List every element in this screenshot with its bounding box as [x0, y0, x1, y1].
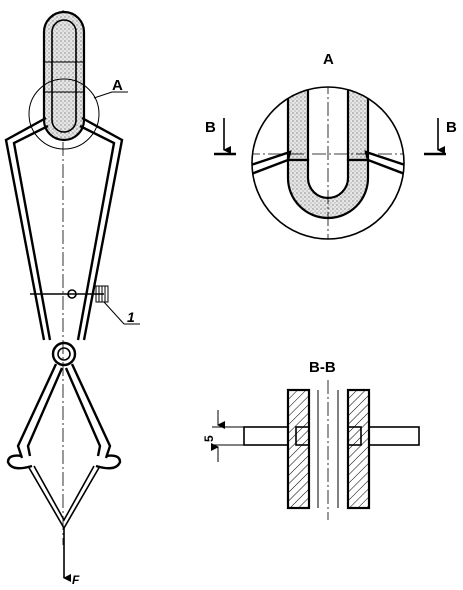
detail-right-leg — [346, 87, 370, 162]
detail-a-leader — [93, 91, 113, 99]
specimen-outer — [42, 10, 86, 142]
detail-a-title: A — [323, 51, 334, 68]
section-mark-right-label: B — [446, 119, 457, 136]
part-1-leader — [103, 301, 125, 325]
left-upper-arm-inner — [12, 124, 52, 341]
lower-arm-b-outer — [70, 363, 112, 459]
section-left-notch — [295, 426, 310, 446]
tongs-main-view: A 1 F — [4, 10, 140, 587]
detail-a-clipped-content — [252, 87, 404, 239]
lower-arm-b-inner — [64, 367, 102, 457]
specimen-inner-hole — [51, 19, 77, 133]
left-upper-arm-outer — [4, 116, 47, 341]
detail-right-wire — [364, 150, 404, 178]
section-left-wire — [243, 426, 289, 446]
detail-a-view: A B B — [205, 51, 457, 240]
section-bb-view: B-B 5 — [202, 359, 420, 520]
detail-a-callout-circle — [28, 78, 100, 150]
lower-arm-a-outer — [16, 363, 58, 459]
right-hook-end — [95, 454, 122, 470]
lower-arm-a-inner — [26, 367, 64, 457]
pivot-ring-inner — [57, 347, 71, 361]
section-mark-left-label: B — [205, 119, 216, 136]
section-bb-title: B-B — [309, 359, 336, 376]
pivot-ring-outer — [51, 341, 77, 367]
clamp-screw-eye — [67, 289, 77, 299]
detail-left-wire — [252, 150, 292, 178]
detail-a-callout-label: A — [112, 77, 123, 94]
section-right-wire — [368, 426, 420, 446]
left-hook-end — [6, 454, 33, 470]
force-label: F — [72, 573, 80, 587]
right-upper-arm-inner — [76, 124, 116, 341]
section-right-notch — [347, 426, 362, 446]
detail-left-leg — [286, 87, 310, 162]
right-upper-arm-outer — [81, 116, 124, 341]
v-sling-inner — [33, 465, 95, 522]
section-left-wall — [286, 388, 311, 510]
detail-a-circle — [251, 86, 405, 240]
part-1-label: 1 — [127, 309, 135, 325]
dimension-label: 5 — [202, 435, 216, 442]
section-right-wall — [346, 388, 371, 510]
